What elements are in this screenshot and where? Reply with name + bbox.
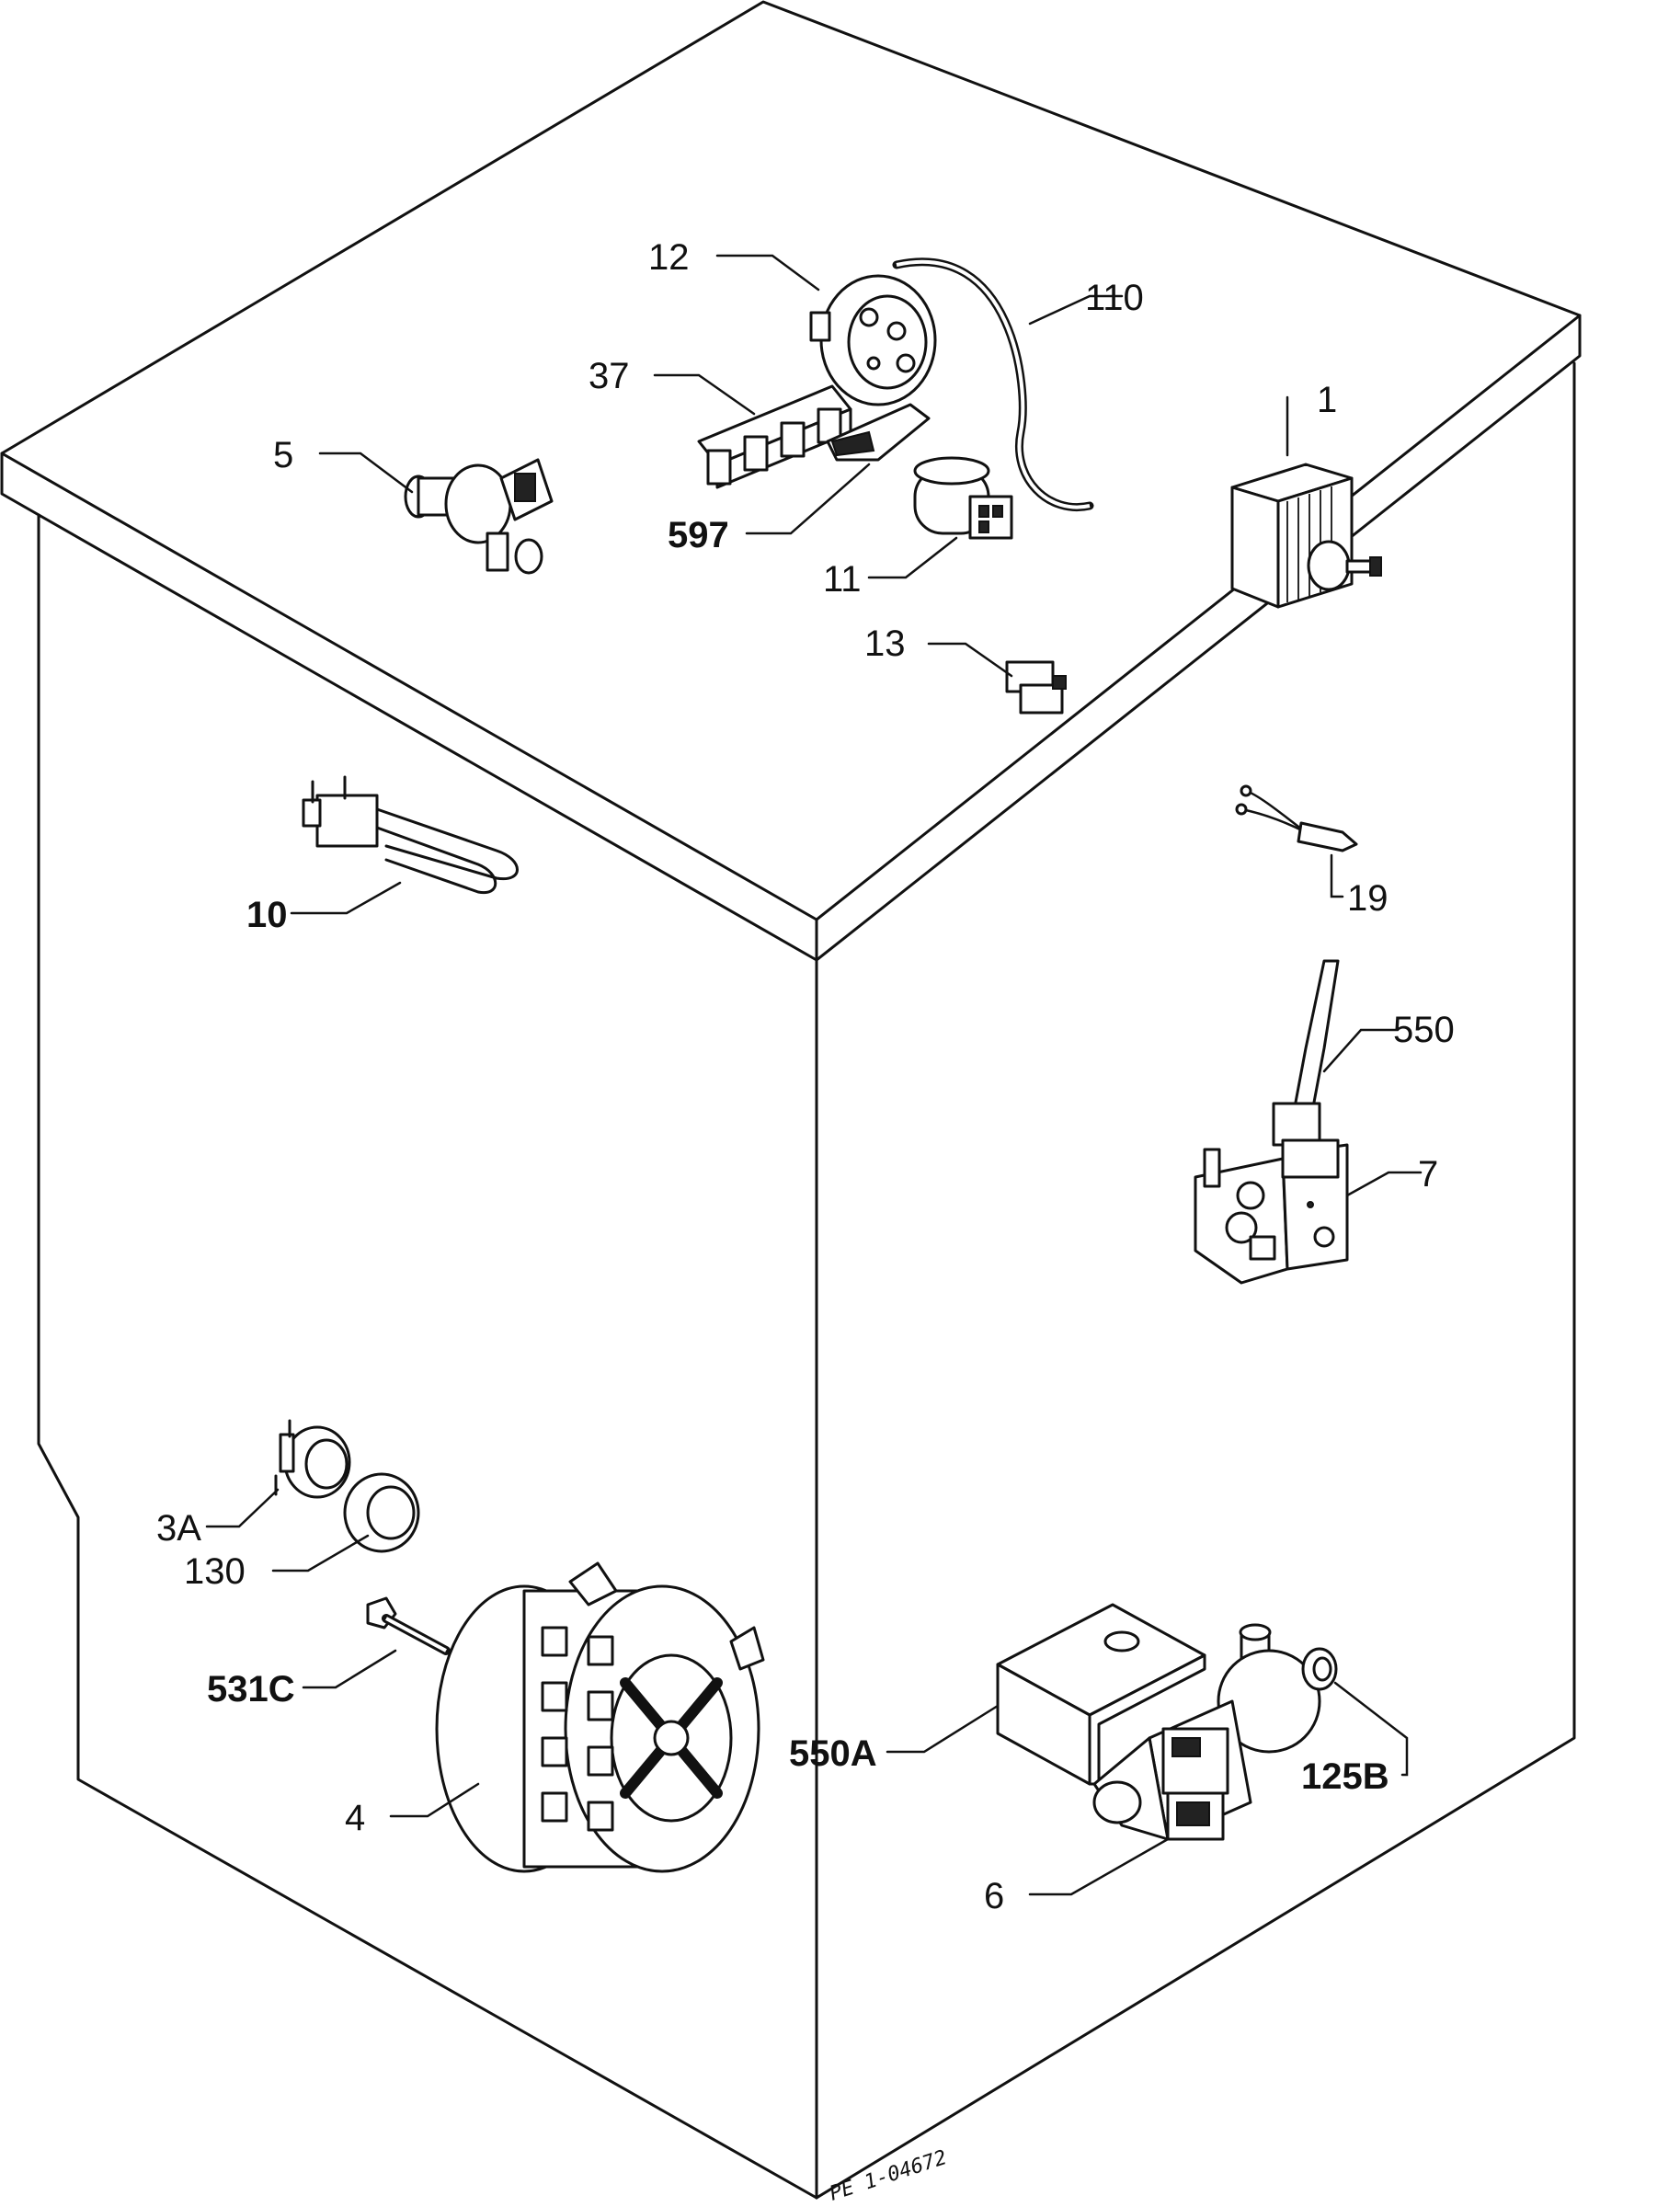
seal-ring-part	[1301, 1647, 1338, 1691]
label-10: 10	[246, 895, 288, 935]
bracket-plate-part	[996, 1603, 1206, 1786]
timer-part	[1230, 463, 1382, 609]
label-3a: 3A	[156, 1508, 201, 1549]
pressure-switch-part	[809, 274, 937, 406]
label-130: 130	[184, 1551, 246, 1592]
temperature-sensor-part	[1235, 784, 1358, 852]
label-110: 110	[1085, 278, 1144, 318]
label-12: 12	[648, 237, 690, 278]
label-13: 13	[864, 623, 906, 664]
label-550a: 550A	[789, 1733, 877, 1774]
part-labels: 12 110 37 1 5 597 11 13 10 19 550 7 3A 1…	[156, 237, 1455, 1916]
capacitor-part	[913, 456, 1013, 540]
inlet-valve-part	[404, 458, 554, 575]
terminal-block-part	[697, 384, 852, 489]
door-interlock-part	[1194, 1138, 1349, 1285]
screw-part	[366, 1596, 451, 1655]
label-597: 597	[668, 515, 729, 555]
leader-lines	[205, 254, 1423, 1896]
thermostat-part	[274, 1419, 351, 1499]
motor-part	[435, 1561, 765, 1873]
label-5: 5	[273, 435, 293, 475]
label-37: 37	[589, 356, 630, 396]
label-4: 4	[345, 1798, 365, 1838]
label-531c: 531C	[207, 1669, 295, 1710]
pressure-tube-part	[892, 257, 1094, 511]
label-7: 7	[1418, 1154, 1438, 1195]
label-19: 19	[1347, 878, 1389, 919]
label-1: 1	[1317, 380, 1337, 420]
label-550: 550	[1393, 1010, 1455, 1050]
bracket-part	[826, 403, 931, 462]
label-11: 11	[823, 559, 862, 600]
door-lever-part	[1272, 959, 1340, 1147]
label-6: 6	[984, 1876, 1004, 1916]
connector-part	[1005, 660, 1067, 715]
cabinet-outline	[0, 0, 1582, 2200]
label-125b: 125B	[1301, 1756, 1389, 1797]
grommet-part	[343, 1472, 420, 1553]
heating-element-part	[302, 775, 519, 895]
